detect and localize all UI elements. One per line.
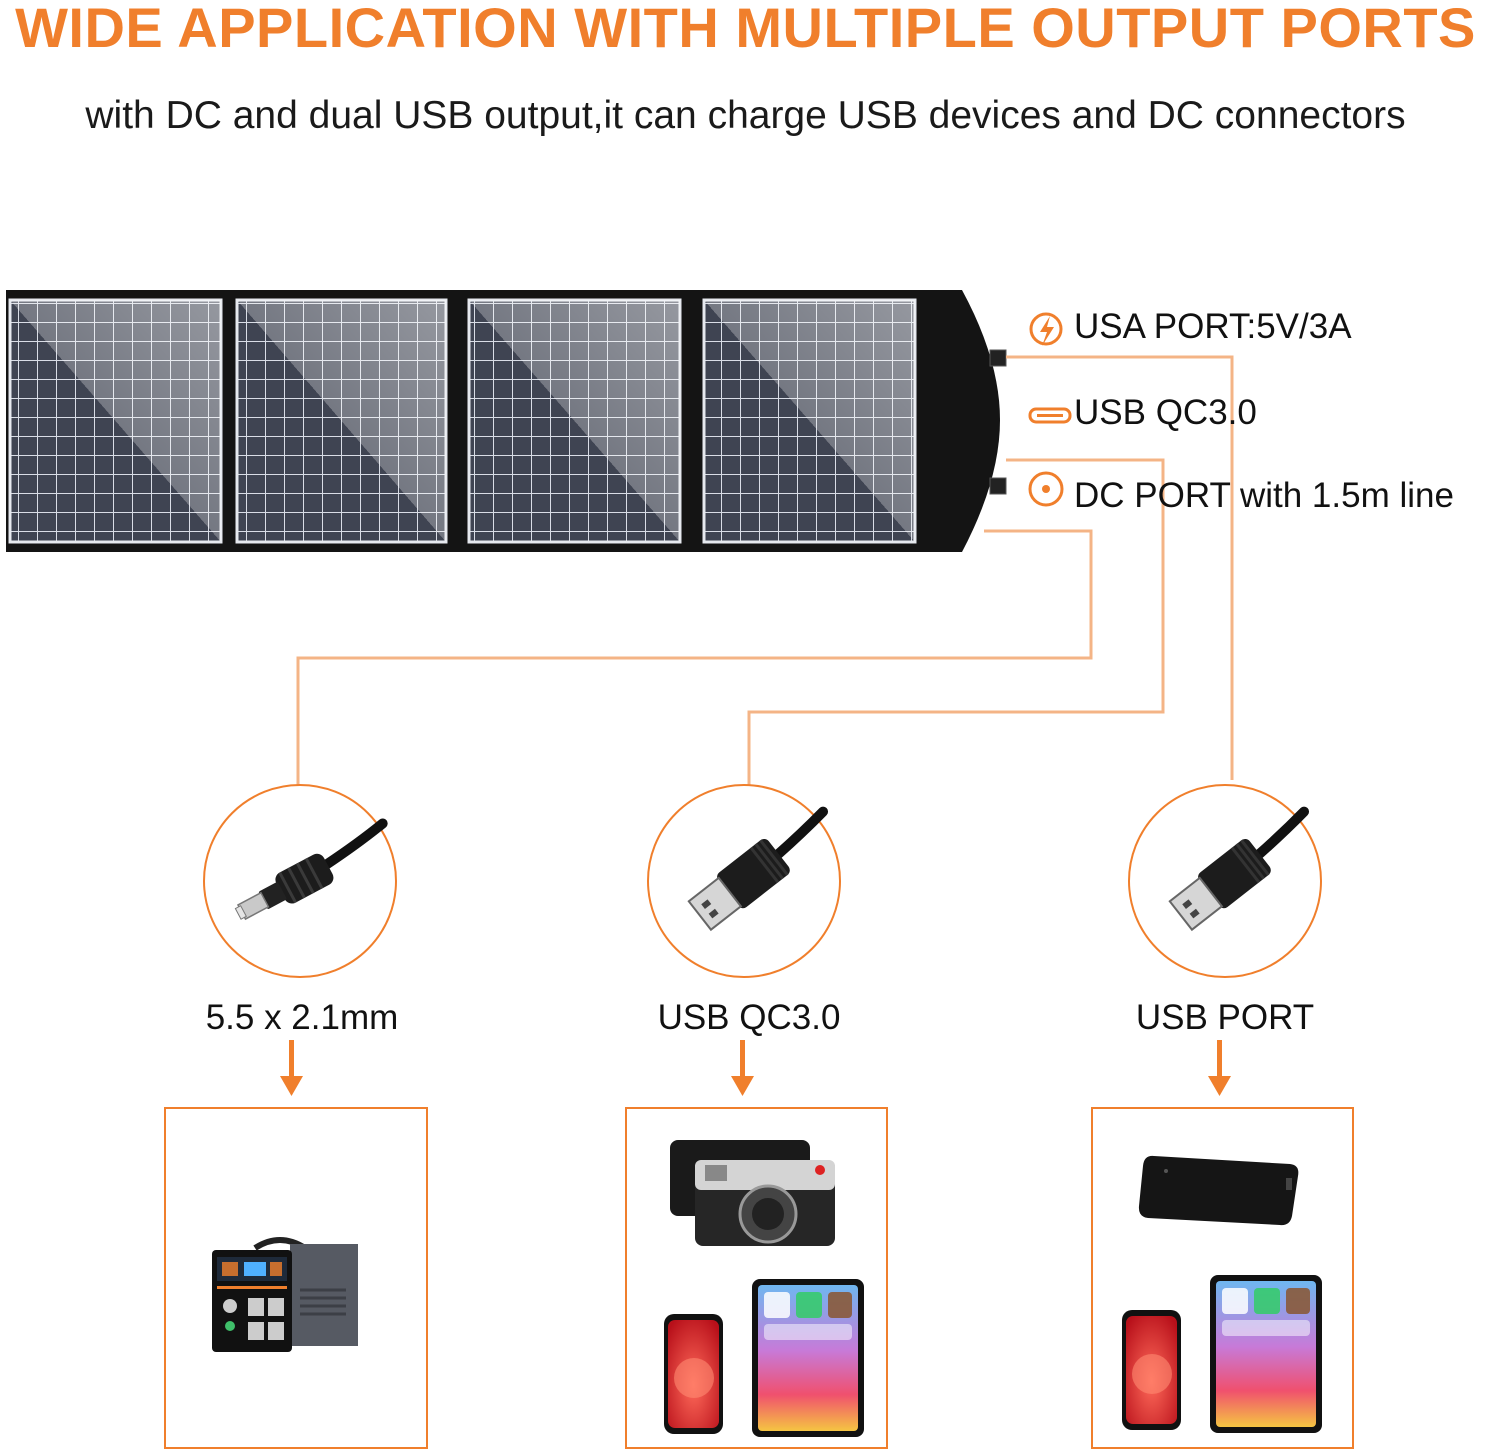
usb-a-plug-icon xyxy=(687,806,829,932)
page-title: WIDE APPLICATION WITH MULTIPLE OUTPUT PO… xyxy=(15,0,1476,59)
device-box-usb xyxy=(1091,1107,1354,1449)
port-label-usb-qc: USB QC3.0 xyxy=(1074,393,1257,432)
down-arrow-icon xyxy=(280,1040,303,1096)
solar-cell-group-1 xyxy=(8,298,223,544)
usb-a-plug-icon xyxy=(1168,806,1310,932)
phone-icon xyxy=(1122,1310,1181,1430)
lightning-bolt-icon xyxy=(1029,312,1063,346)
tablet-icon xyxy=(1210,1275,1322,1433)
port-label-dc: DC PORT with 1.5m line xyxy=(1074,476,1454,515)
phone-icon xyxy=(664,1314,723,1434)
usb-qc-cable-circle xyxy=(647,784,841,978)
solar-cell-group-2 xyxy=(235,298,448,544)
tablet-icon xyxy=(752,1279,864,1437)
device-box-usb-qc xyxy=(625,1107,888,1449)
connector-lines xyxy=(296,355,1234,786)
cable-label-usb-qc: USB QC3.0 xyxy=(657,998,841,1037)
port-label-usa: USA PORT:5V/3A xyxy=(1074,307,1352,346)
panel-clip-bottom xyxy=(989,477,1007,495)
panel-clip-top xyxy=(989,349,1007,367)
cable-label-usb-port: USB PORT xyxy=(1135,998,1315,1037)
cable-label-dc: 5.5 x 2.1mm xyxy=(205,998,399,1037)
device-box-dc xyxy=(164,1107,428,1449)
dc-port-icon xyxy=(1028,471,1064,507)
power-station-icon xyxy=(212,1237,358,1352)
dc-cable-circle xyxy=(203,784,397,978)
page-subtitle: with DC and dual USB output,it can charg… xyxy=(85,94,1406,137)
camera-icon xyxy=(670,1140,835,1246)
solar-panel xyxy=(6,290,1007,552)
power-bank-icon xyxy=(1138,1155,1299,1226)
dc-barrel-plug-icon xyxy=(234,818,388,921)
solar-cell-group-4 xyxy=(702,298,917,544)
usb-port-cable-circle xyxy=(1128,784,1322,978)
solar-cell-group-3 xyxy=(467,298,682,544)
down-arrow-icon xyxy=(1208,1040,1231,1096)
down-arrow-icon xyxy=(731,1040,754,1096)
usb-slot-icon xyxy=(1028,407,1072,424)
